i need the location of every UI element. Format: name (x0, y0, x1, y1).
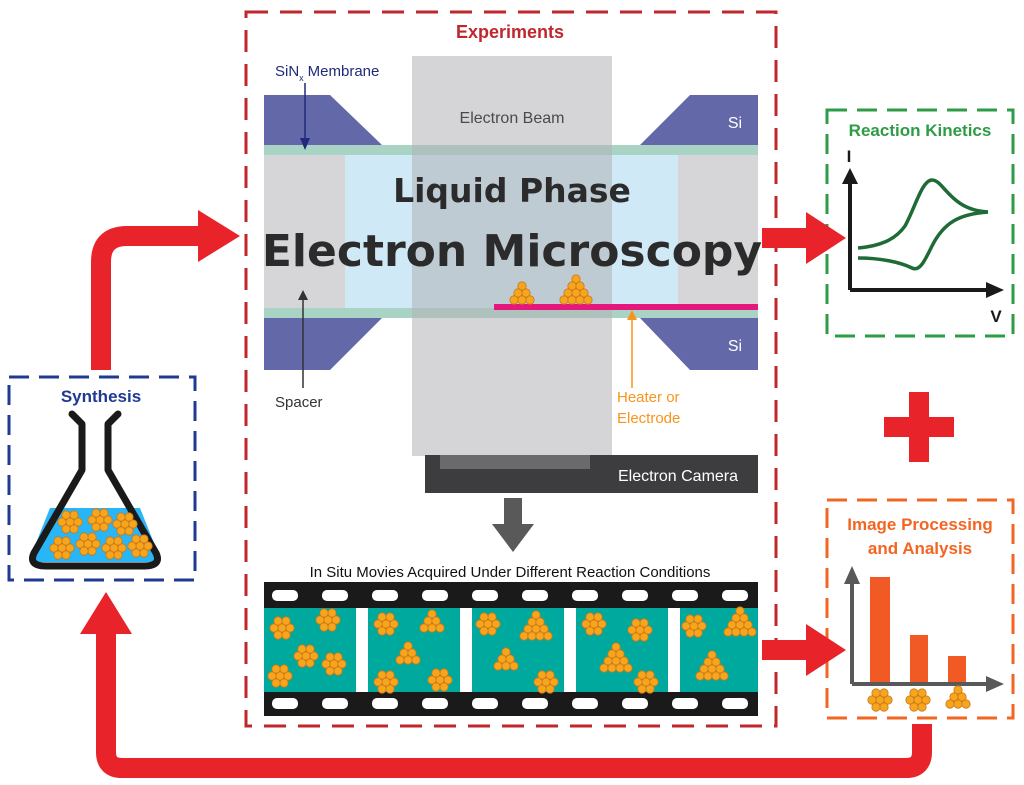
image-processing-panel-border (825, 498, 1015, 720)
silicon-bottom-left (264, 318, 382, 370)
cv-y-arrowhead (842, 168, 858, 184)
down-arrow-icon (492, 498, 534, 552)
hist-bar-3 (948, 656, 966, 682)
film-frame-2 (368, 608, 460, 693)
membrane-pointer-head (300, 138, 310, 150)
flow-arrow-feedback-loop (80, 592, 932, 778)
camera-sensor (440, 455, 590, 469)
plus-icon (884, 392, 954, 462)
spacer-label: Spacer (275, 394, 323, 411)
film-frame-4 (576, 608, 668, 693)
electron-microscopy-title: Electron Microscopy (262, 226, 762, 277)
synthesis-title: Synthesis (61, 387, 141, 406)
histogram-plot (844, 566, 1004, 711)
experiments-title: Experiments (456, 22, 564, 42)
film-gap (356, 608, 368, 692)
film-gap (668, 608, 680, 692)
erlenmeyer-flask-icon (29, 410, 161, 570)
silicon-top-left (264, 95, 382, 145)
nanoparticle-cluster-icon (868, 689, 892, 711)
nanoparticle-cluster-icon (906, 689, 930, 711)
cv-reverse-curve (857, 210, 989, 271)
electron-beam-label: Electron Beam (460, 110, 565, 127)
film-frame-5 (680, 607, 758, 692)
heater-pointer-head (627, 310, 637, 320)
heater-electrode (494, 304, 758, 310)
cv-x-arrowhead (986, 282, 1004, 298)
silicon-top-right (640, 95, 758, 145)
movies-caption: In Situ Movies Acquired Under Different … (310, 564, 711, 581)
film-strip-icon (264, 582, 758, 716)
film-frame-3 (472, 608, 564, 693)
synthesis-panel-border (7, 375, 197, 582)
film-gap (460, 608, 472, 692)
hist-bar-2 (910, 635, 928, 682)
experiments-panel-border (244, 10, 778, 728)
si-label-bottom: Si (728, 338, 742, 355)
flow-arrow-film-to-processing (762, 624, 846, 676)
image-processing-title-line2: and Analysis (868, 539, 972, 558)
hist-bar-1 (870, 577, 890, 682)
heater-label-line2: Electrode (617, 410, 680, 427)
si-label-top: Si (728, 115, 742, 132)
flow-arrow-experiments-to-kinetics (762, 212, 846, 264)
hist-y-arrowhead (844, 566, 860, 584)
nanoparticle-cluster-icon (946, 686, 970, 708)
film-gap (564, 608, 576, 692)
film-frame-1 (264, 608, 356, 692)
silicon-bottom-right (640, 318, 758, 370)
hist-x-arrowhead (986, 676, 1004, 692)
liquid-phase-title: Liquid Phase (393, 171, 631, 210)
electron-camera-label: Electron Camera (618, 468, 738, 485)
spacer-pointer-head (298, 290, 308, 300)
electron-beam-column (412, 56, 612, 456)
cv-plot: I V (842, 147, 1004, 326)
cv-forward-curve (857, 178, 989, 250)
reaction-kinetics-panel-border (825, 108, 1015, 338)
flow-arrow-synthesis-to-experiments (91, 210, 240, 370)
heater-label-line1: Heater or (617, 389, 680, 406)
image-processing-title-line1: Image Processing (847, 515, 993, 534)
cv-x-label: V (990, 307, 1002, 326)
reaction-kinetics-title: Reaction Kinetics (849, 121, 992, 140)
cv-y-label: I (847, 147, 852, 166)
